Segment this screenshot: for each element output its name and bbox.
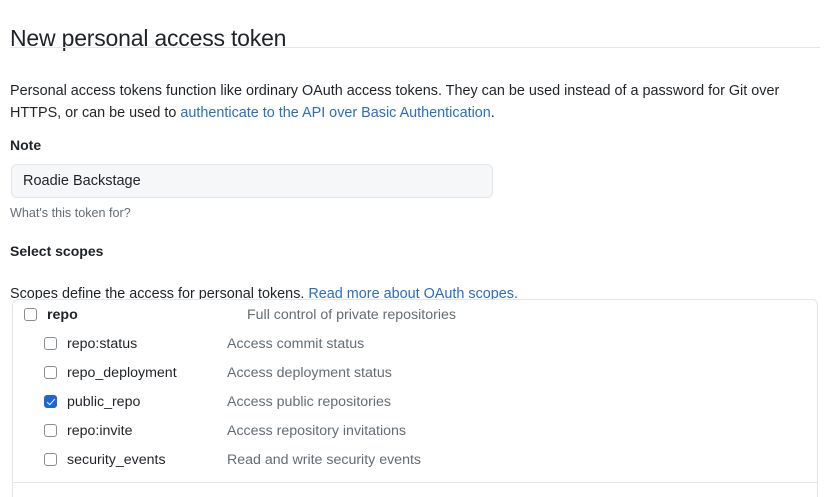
scope-checkbox-repo:invite[interactable]: [44, 424, 57, 437]
scope-name-label[interactable]: public_repo: [67, 393, 141, 410]
intro-text-before: Personal access tokens function like ord…: [10, 83, 780, 122]
scope-row[interactable]: repo:status Access commit status: [13, 329, 817, 358]
scopes-panel: repo Full control of private repositories…: [12, 299, 818, 497]
authenticate-api-link[interactable]: authenticate to the API over Basic Authe…: [180, 105, 491, 122]
scope-name-label[interactable]: security_events: [67, 451, 166, 468]
scope-row[interactable]: security_events Read and write security e…: [13, 445, 817, 474]
note-label: Note: [10, 137, 42, 153]
scope-checkbox-security_events[interactable]: [44, 453, 57, 466]
scope-name-label[interactable]: repo:invite: [67, 422, 133, 439]
scope-row[interactable]: public_repo Access public repositories: [13, 387, 817, 416]
oauth-scopes-link[interactable]: Read more about OAuth scopes.: [308, 286, 518, 303]
scope-name-label[interactable]: repo: [47, 306, 78, 323]
scope-checkbox-repo:status[interactable]: [44, 337, 57, 350]
scope-row[interactable]: repo Full control of private repositories: [13, 300, 817, 329]
scope-description: Access deployment status: [227, 364, 392, 381]
scopes-description: Scopes define the access for personal to…: [10, 284, 518, 304]
scope-checkbox-public_repo[interactable]: [44, 395, 57, 408]
scope-name-label[interactable]: repo:status: [67, 335, 138, 352]
scope-checkbox-repo[interactable]: [24, 308, 37, 321]
intro-text-after: .: [490, 105, 495, 122]
scope-description: Access commit status: [227, 335, 365, 352]
page-title: New personal access token: [10, 25, 287, 52]
panel-section-divider: [13, 482, 817, 483]
note-input[interactable]: [11, 164, 493, 198]
scope-description: Access public repositories: [227, 393, 392, 410]
scopes-description-text: Scopes define the access for personal to…: [10, 286, 309, 303]
note-help-text: What's this token for?: [10, 206, 131, 220]
scope-name-label[interactable]: repo_deployment: [67, 364, 177, 381]
intro-paragraph: Personal access tokens function like ord…: [10, 80, 825, 124]
scope-row[interactable]: repo_deployment Access deployment status: [13, 358, 817, 387]
select-scopes-label: Select scopes: [10, 243, 104, 259]
scope-description: Access repository invitations: [227, 422, 406, 439]
scope-description: Read and write security events: [227, 451, 421, 468]
scope-row[interactable]: repo:invite Access repository invitations: [13, 416, 817, 445]
scope-checkbox-repo_deployment[interactable]: [44, 366, 57, 379]
scope-description: Full control of private repositories: [247, 306, 456, 323]
title-divider: [10, 47, 820, 48]
